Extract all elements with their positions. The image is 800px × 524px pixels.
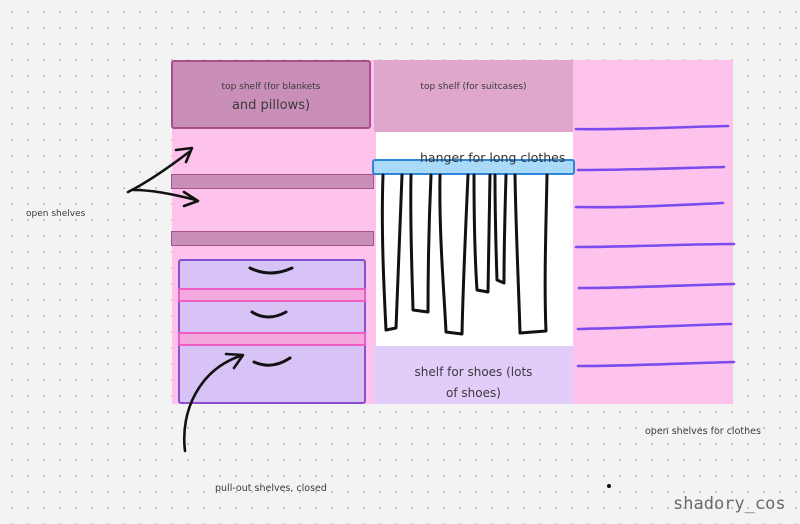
shoe-shelf (374, 346, 573, 404)
drawer-divider (178, 288, 366, 302)
open-shelves-clothes-label: open shelves for clothes (645, 426, 761, 437)
watermark: shadory_cos (673, 494, 786, 514)
hanger-label: hanger for long clothes (420, 150, 566, 165)
ink-dot (607, 484, 611, 488)
arrow-open-shelves-icon (126, 146, 200, 208)
drawer-handle-icon (250, 310, 288, 319)
open-shelf-bar (171, 174, 374, 189)
drawer-handle-icon (252, 356, 292, 367)
top-shelf-blankets (171, 60, 371, 129)
clothes-shelf-lines (574, 124, 736, 368)
drawer-handle-icon (248, 266, 294, 275)
top-shelf-suitcases (374, 60, 573, 132)
hanging-clothes-sketch (380, 173, 549, 336)
top-shelf-left-label-line2: and pillows) (231, 98, 311, 113)
top-shelf-left-label-line1: top shelf (for blankets (221, 82, 321, 92)
drawer-divider (178, 332, 366, 346)
pull-out-shelves-label: pull-out shelves, closed (215, 483, 327, 494)
shoe-shelf-label-line2: of shoes) (446, 386, 501, 400)
open-shelves-label: open shelves (26, 209, 86, 219)
top-shelf-mid-label: top shelf (for suitcases) (420, 82, 527, 92)
shoe-shelf-label-line1: shelf for shoes (lots (414, 365, 533, 379)
arrow-pull-out-icon (182, 352, 245, 453)
open-shelf-bar (171, 231, 374, 246)
closet-right-panel (573, 60, 733, 404)
pull-out-drawer-stack (178, 259, 366, 404)
